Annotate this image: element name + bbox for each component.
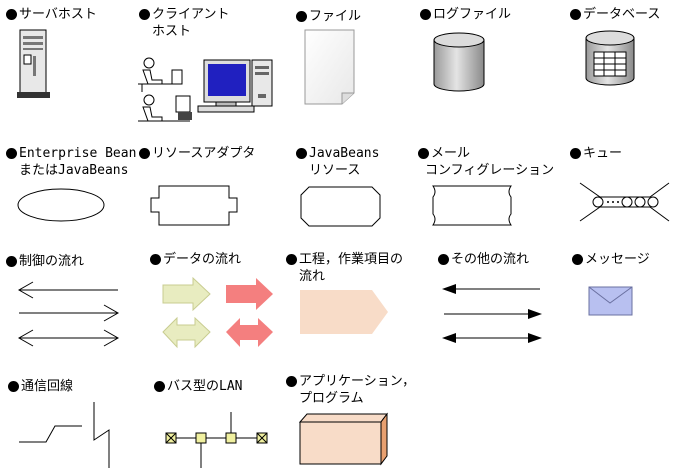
label-log-file: ログファイル — [433, 7, 512, 22]
bullet-process-flow — [286, 254, 297, 265]
file-icon — [304, 29, 355, 105]
client-host-icon — [138, 57, 273, 122]
bullet-database — [570, 9, 581, 20]
label-data-flow: データの流れ — [163, 252, 242, 267]
queue-icon — [579, 182, 670, 222]
bullet-enterprise-bean — [6, 148, 17, 159]
bus-lan-icon — [165, 412, 268, 468]
label-javabeans-resource-line1: JavaBeans — [309, 146, 380, 161]
label-comm-line: 通信回線 — [21, 379, 74, 394]
bullet-bus-lan — [154, 381, 165, 392]
mail-configuration-shape — [432, 185, 512, 226]
label-other-flow: その他の流れ — [451, 252, 530, 267]
label-process-flow-line2: 流れ — [299, 269, 326, 284]
database-icon — [585, 30, 635, 86]
label-server-host: サーバホスト — [19, 7, 97, 22]
label-database: データベース — [583, 7, 661, 22]
label-message: メッセージ — [585, 252, 650, 267]
label-application-line1: アプリケーション， — [299, 374, 416, 389]
message-envelope-icon — [588, 286, 633, 316]
label-application-line2: プログラム — [299, 391, 364, 406]
control-flow-arrows — [17, 281, 120, 347]
label-control-flow: 制御の流れ — [19, 254, 85, 269]
data-flow-arrows — [162, 276, 273, 349]
label-mail-config-line2: コンフィグレーション — [425, 163, 555, 178]
label-process-flow-line1: 工程，作業項目の — [299, 252, 404, 267]
bullet-javabeans-resource — [296, 148, 307, 159]
label-client-host-line2: ホスト — [152, 24, 192, 39]
label-bus-lan: バス型のLAN — [167, 379, 243, 394]
bullet-application — [286, 376, 297, 387]
label-javabeans-resource-line2: リソース — [309, 163, 361, 178]
label-resource-adapter: リソースアダプタ — [152, 146, 256, 161]
server-host-icon — [17, 29, 50, 98]
bullet-comm-line — [8, 381, 19, 392]
log-file-icon — [433, 32, 485, 92]
label-mail-config-line1: メール — [431, 146, 471, 161]
bullet-data-flow — [150, 254, 161, 265]
bullet-server-host — [6, 9, 17, 20]
label-file: ファイル — [309, 9, 362, 24]
bullet-log-file — [420, 9, 431, 20]
communication-line-icon — [19, 402, 110, 468]
application-box-icon — [298, 412, 388, 466]
resource-adapter-shape — [150, 185, 238, 226]
bullet-file — [296, 11, 307, 22]
label-queue: キュー — [583, 146, 623, 161]
bullet-client-host — [139, 9, 150, 20]
bullet-resource-adapter — [139, 148, 150, 159]
bullet-mail-configuration — [418, 148, 429, 159]
bullet-other-flow — [438, 254, 449, 265]
label-client-host-line1: クライアント — [152, 7, 230, 22]
bullet-message — [572, 254, 583, 265]
enterprise-bean-shape — [17, 188, 105, 222]
bullet-queue — [570, 148, 581, 159]
other-flow-arrows — [442, 284, 542, 343]
label-ejb-line1: Enterprise Bean — [19, 146, 137, 161]
bullet-control-flow — [6, 256, 17, 267]
javabeans-resource-shape — [300, 186, 381, 227]
process-flow-shape — [300, 290, 388, 334]
label-ejb-line2: またはJavaBeans — [19, 163, 129, 178]
